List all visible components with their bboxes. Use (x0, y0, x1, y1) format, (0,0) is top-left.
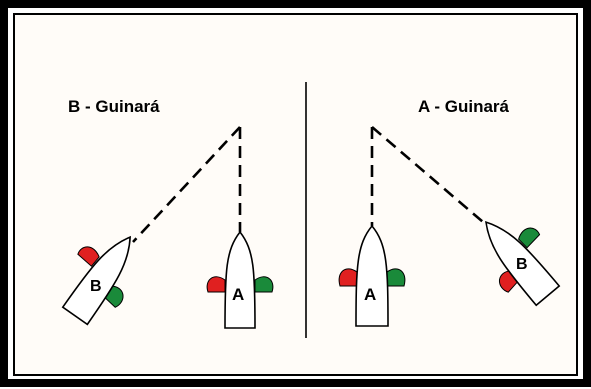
boat-a-right-label: A (364, 285, 376, 304)
right-caption: A - Guinará (418, 97, 510, 116)
boat-a-left: A (206, 230, 274, 329)
hull-b-right (485, 220, 561, 307)
left-panel: B - Guinará B A (61, 97, 274, 329)
starboard-light-b-right (518, 227, 541, 249)
hull-b-left (61, 235, 131, 326)
boat-b-left-label: B (90, 278, 102, 295)
track-b-right (371, 126, 491, 229)
inner-border (13, 13, 578, 376)
left-caption: B - Guinará (68, 97, 160, 116)
starboard-light-a-left (254, 276, 274, 293)
boat-b-right-label: B (516, 256, 528, 273)
hull-a-left (224, 230, 256, 329)
boat-a-right: A (338, 224, 406, 327)
port-light-a-left (206, 276, 226, 293)
boat-b-right: B (485, 220, 561, 307)
boat-b-left: B (61, 235, 131, 326)
right-panel: A - Guinará A B (338, 97, 561, 327)
boat-a-left-label: A (232, 285, 244, 304)
hull-a-right (355, 224, 389, 327)
track-b-left (132, 126, 241, 243)
port-light-a-right (338, 268, 358, 287)
port-light-b-left (77, 246, 100, 267)
starboard-light-a-right (386, 268, 406, 287)
